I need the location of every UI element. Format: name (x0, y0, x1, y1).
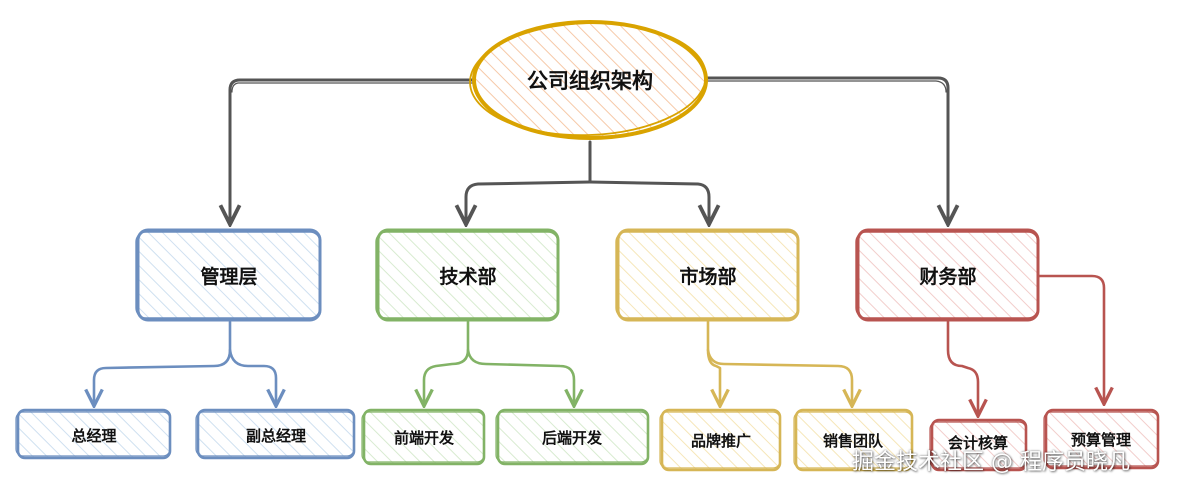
node-accounting[interactable]: 会计核算 (929, 418, 1028, 472)
connector-tech-backend (466, 348, 574, 404)
node-frontend[interactable]: 前端开发 (361, 408, 486, 466)
node-root[interactable]: 公司组织架构 (468, 19, 708, 140)
node-gm-label: 总经理 (71, 427, 116, 445)
node-sales-label: 销售团队 (823, 432, 884, 450)
node-budget-label: 预算管理 (1071, 431, 1131, 449)
node-accounting-label: 会计核算 (948, 434, 1008, 452)
node-market[interactable]: 市场部 (615, 228, 800, 322)
connector-management-gm (94, 320, 232, 404)
connector-finance-accounting (946, 320, 978, 414)
node-sales[interactable]: 销售团队 (793, 408, 914, 472)
watermark: 掘金技术社区 @ 程序员晓凡 (852, 450, 1130, 475)
connector-root-finance (704, 76, 948, 222)
node-brand[interactable]: 品牌推广 (659, 408, 782, 472)
node-deputy-gm[interactable]: 副总经理 (195, 408, 356, 460)
connector-root-market (588, 180, 709, 222)
node-brand-label: 品牌推广 (691, 432, 751, 450)
node-finance[interactable]: 财务部 (855, 228, 1040, 322)
connector-tech-frontend (424, 320, 470, 404)
connector-root-tech (466, 180, 592, 222)
connector-finance-budget (1036, 274, 1104, 402)
connector-management-deputy (228, 348, 276, 404)
node-root-label: 公司组织架构 (527, 69, 653, 93)
node-tech-label: 技术部 (439, 265, 496, 288)
node-gm[interactable]: 总经理 (15, 408, 172, 460)
node-market-label: 市场部 (679, 265, 736, 288)
node-management[interactable]: 管理层 (135, 228, 322, 322)
node-finance-label: 财务部 (919, 265, 976, 288)
node-tech[interactable]: 技术部 (375, 228, 560, 322)
node-budget[interactable]: 预算管理 (1043, 408, 1160, 470)
node-backend[interactable]: 后端开发 (495, 408, 650, 466)
node-frontend-label: 前端开发 (394, 429, 455, 447)
node-backend-label: 后端开发 (542, 429, 603, 447)
connector-root-management (230, 78, 478, 222)
connector-market-sales (706, 348, 852, 404)
node-management-label: 管理层 (200, 265, 257, 288)
node-deputy-gm-label: 副总经理 (246, 427, 306, 445)
